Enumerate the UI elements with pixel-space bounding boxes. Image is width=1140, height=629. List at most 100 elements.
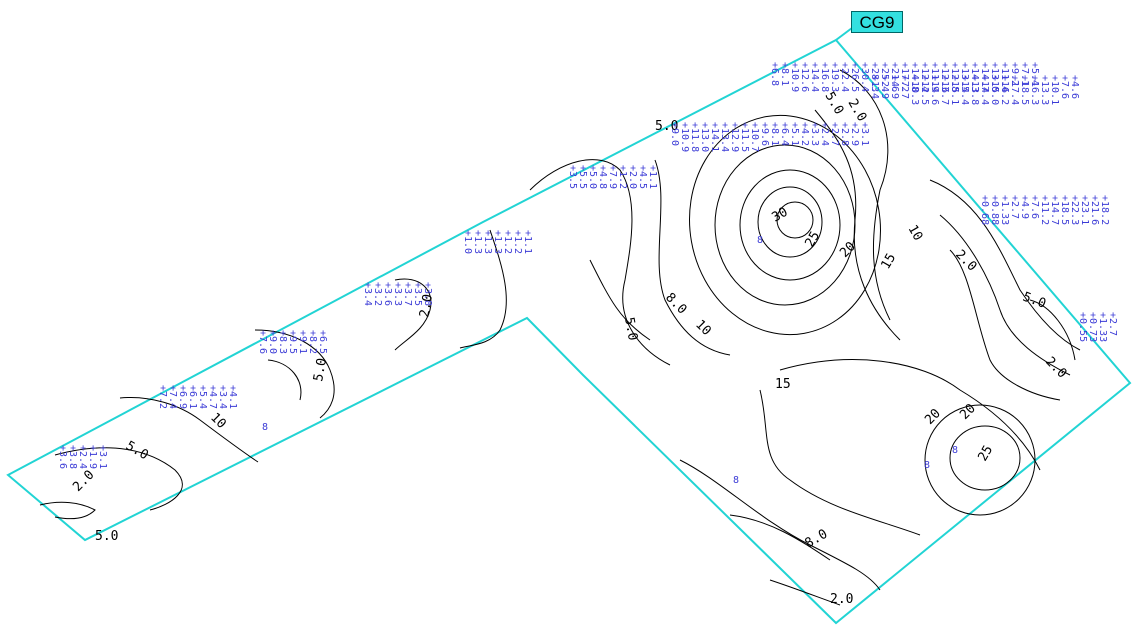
survey-point-value: +5.4 bbox=[1029, 62, 1040, 86]
survey-point-value: +3.1 bbox=[97, 445, 108, 469]
survey-point-value: +13.5 bbox=[959, 62, 970, 92]
survey-point-value: +2.7 bbox=[1009, 195, 1020, 219]
survey-point-value: +5.4 bbox=[197, 385, 208, 409]
survey-point-value: +3.3 bbox=[809, 122, 820, 146]
survey-point-value: +21.6 bbox=[1089, 195, 1100, 225]
survey-point-value: +14.4 bbox=[809, 62, 820, 92]
survey-point-value: +5.0 bbox=[587, 165, 598, 189]
contour-label: 2.0 bbox=[417, 293, 436, 319]
survey-point-value: +2.0 bbox=[627, 165, 638, 189]
survey-point-value: +0.88 bbox=[989, 195, 1000, 225]
survey-point-value: +1.3 bbox=[482, 230, 493, 254]
contour-label: 2.0 bbox=[70, 468, 97, 495]
survey-point-value: +13.0 bbox=[699, 122, 710, 152]
survey-point-value: +4.7 bbox=[207, 385, 218, 409]
survey-point-value: +14.7 bbox=[1049, 195, 1060, 225]
survey-point-value: +4.8 bbox=[597, 165, 608, 189]
contour-label: 2.0 bbox=[830, 592, 853, 607]
survey-point-value: +3.4 bbox=[362, 282, 373, 306]
survey-point-value: +8.1 bbox=[769, 122, 780, 146]
survey-point-value: +3.3 bbox=[392, 282, 403, 306]
survey-point-value: +9.5 bbox=[287, 330, 298, 354]
survey-point-value: +1.1 bbox=[647, 165, 658, 189]
survey-point-value: +1.9 bbox=[87, 445, 98, 469]
survey-point-value: +2.4 bbox=[819, 122, 830, 146]
point-marker: 8 bbox=[952, 445, 958, 456]
survey-point-value: +3.2 bbox=[372, 282, 383, 306]
survey-point-value: +16.7 bbox=[939, 75, 950, 105]
survey-point-value: +2.9 bbox=[879, 75, 890, 99]
survey-point-value: +7.6 bbox=[257, 330, 268, 354]
survey-point-value: +30.4 bbox=[859, 62, 870, 92]
survey-point-value: +11.5 bbox=[739, 122, 750, 152]
survey-point-value: +6.8 bbox=[769, 62, 780, 86]
survey-point-value: +19.3 bbox=[829, 62, 840, 92]
survey-point-value: +14.6 bbox=[929, 75, 940, 105]
survey-point-value: +18.5 bbox=[1019, 75, 1030, 105]
contour-label: 30 bbox=[770, 205, 791, 226]
contour-label: 15 bbox=[878, 251, 899, 272]
survey-point-value: +7.9 bbox=[607, 165, 618, 189]
survey-point-value: +1.2 bbox=[512, 230, 523, 254]
contour-label: 25 bbox=[975, 443, 996, 464]
survey-point-value: +2.7 bbox=[1107, 312, 1118, 336]
survey-point-value: +15.1 bbox=[949, 75, 960, 105]
callout-leader bbox=[835, 27, 853, 41]
survey-point-value: +13.4 bbox=[719, 122, 730, 152]
survey-point-value: +11.2 bbox=[1039, 195, 1050, 225]
survey-point-value: +1.3 bbox=[472, 230, 483, 254]
survey-point-value: +25.4 bbox=[879, 62, 890, 92]
contour-label: 5.0 bbox=[621, 316, 640, 342]
survey-point-value: +16.8 bbox=[819, 62, 830, 92]
contour-label: 20 bbox=[922, 406, 944, 428]
survey-point-value: +5.5 bbox=[577, 165, 588, 189]
survey-point-value: +10.9 bbox=[679, 122, 690, 152]
survey-point-value: +1.1 bbox=[522, 230, 533, 254]
survey-point-value: +9.0 bbox=[267, 330, 278, 354]
survey-point-value: +18.5 bbox=[1059, 195, 1070, 225]
survey-point-value: +1.4 bbox=[869, 75, 880, 99]
survey-point-value: +8.1 bbox=[779, 62, 790, 86]
survey-point-value: +0.55 bbox=[1077, 312, 1088, 342]
contour-label: 15 bbox=[775, 377, 791, 392]
survey-point-value: +1.0 bbox=[462, 230, 473, 254]
survey-point-value: +3.1 bbox=[859, 122, 870, 146]
survey-point-value: +13.8 bbox=[969, 75, 980, 105]
contour-label: 5.0 bbox=[311, 357, 330, 383]
survey-point-value: +3.6 bbox=[57, 445, 68, 469]
survey-point-value: +0.73 bbox=[1087, 312, 1098, 342]
contour-label: 5.0 bbox=[655, 119, 678, 134]
survey-point-value: +1.2 bbox=[617, 165, 628, 189]
survey-point-value: +14.4 bbox=[979, 75, 990, 105]
contour-label: 8.0 bbox=[662, 290, 689, 317]
site-boundary bbox=[6, 38, 1132, 625]
survey-point-value: +11.4 bbox=[999, 62, 1010, 92]
survey-point-value: +6.5 bbox=[317, 330, 328, 354]
survey-point-value: +14.1 bbox=[709, 122, 720, 152]
survey-point-value: +7.6 bbox=[1059, 75, 1070, 99]
survey-point-value: +17.4 bbox=[1009, 75, 1020, 105]
survey-point-value: +7.4 bbox=[167, 385, 178, 409]
survey-point-value: +0.68 bbox=[979, 195, 990, 225]
survey-point-value: +3.6 bbox=[382, 282, 393, 306]
contour-label: 5.0 bbox=[123, 438, 151, 463]
survey-point-value: +17.2 bbox=[899, 62, 910, 92]
contour-label: 2.0 bbox=[845, 97, 870, 125]
survey-point-value: +12.3 bbox=[939, 62, 950, 92]
survey-point-value: +10.7 bbox=[749, 122, 760, 152]
contour-label: 25 bbox=[802, 229, 823, 250]
survey-point-value: +4.5 bbox=[637, 165, 648, 189]
survey-point-value: +10.1 bbox=[1049, 75, 1060, 105]
contour-label: 10 bbox=[692, 317, 714, 339]
survey-point-value: +7.2 bbox=[157, 385, 168, 409]
survey-point-value: +1.33 bbox=[999, 195, 1010, 225]
contour-label: 2.0 bbox=[952, 247, 979, 274]
survey-point-value: +4.2 bbox=[799, 122, 810, 146]
survey-point-value: +4.6 bbox=[1069, 75, 1080, 99]
survey-point-value: +13.0 bbox=[989, 62, 1000, 92]
survey-point-value: +8.3 bbox=[277, 330, 288, 354]
contour-label: 2.0 bbox=[1042, 354, 1069, 381]
survey-point-columns: +3.6+3.8+2.4+1.9+3.1+7.2+7.4+6.9+6.1+5.4… bbox=[57, 62, 1118, 469]
survey-point-value: +2.9 bbox=[849, 122, 860, 146]
